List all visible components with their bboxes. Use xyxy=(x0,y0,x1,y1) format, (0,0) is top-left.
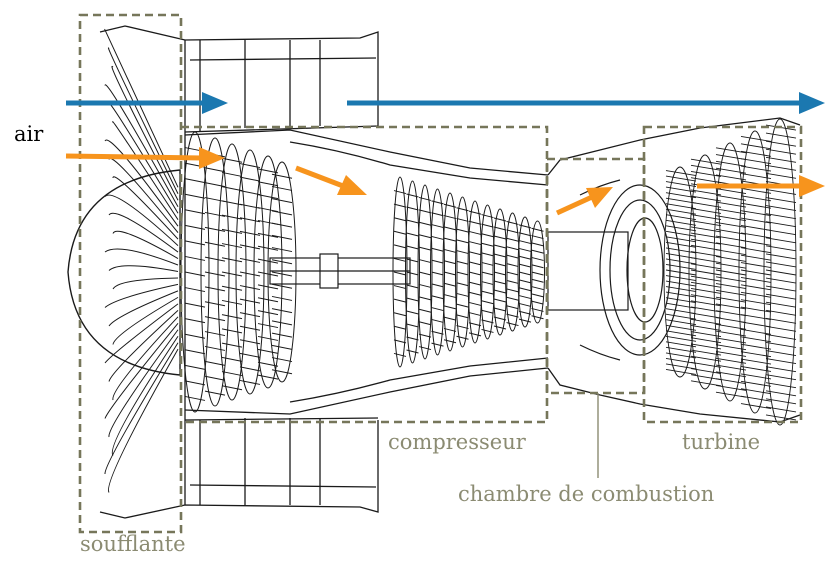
compresseur-label: compresseur xyxy=(388,430,526,454)
turbine-outline xyxy=(642,125,803,424)
turbine-stages xyxy=(663,118,797,426)
core-arrow-in-head xyxy=(199,147,225,169)
core-casing xyxy=(184,117,801,423)
bypass-arrows xyxy=(66,92,825,114)
chambre-de-combustion-label: chambre de combustion xyxy=(458,482,715,506)
core-arrows xyxy=(65,147,825,216)
section-outlines xyxy=(78,13,803,534)
soufflante-outline xyxy=(78,13,183,534)
bypass-arrow-in-head xyxy=(202,92,228,114)
core-arrow-combustor xyxy=(555,194,594,216)
core-arrow-compressor-head xyxy=(337,175,367,195)
booster-stages xyxy=(180,131,297,413)
turbine-label: turbine xyxy=(682,430,761,454)
engine-shaft xyxy=(269,231,629,311)
core-arrow-exhaust-head xyxy=(799,175,825,197)
spinner-cone xyxy=(67,169,181,376)
soufflante-label: soufflante xyxy=(80,532,186,556)
core-arrow-compressor xyxy=(295,165,344,189)
air-label: air xyxy=(14,122,44,146)
bypass-arrow-out-head xyxy=(799,92,825,114)
core-arrow-combustor-head xyxy=(586,187,613,208)
core-arrow-in xyxy=(65,153,203,161)
hp-compressor-stages xyxy=(392,176,545,368)
